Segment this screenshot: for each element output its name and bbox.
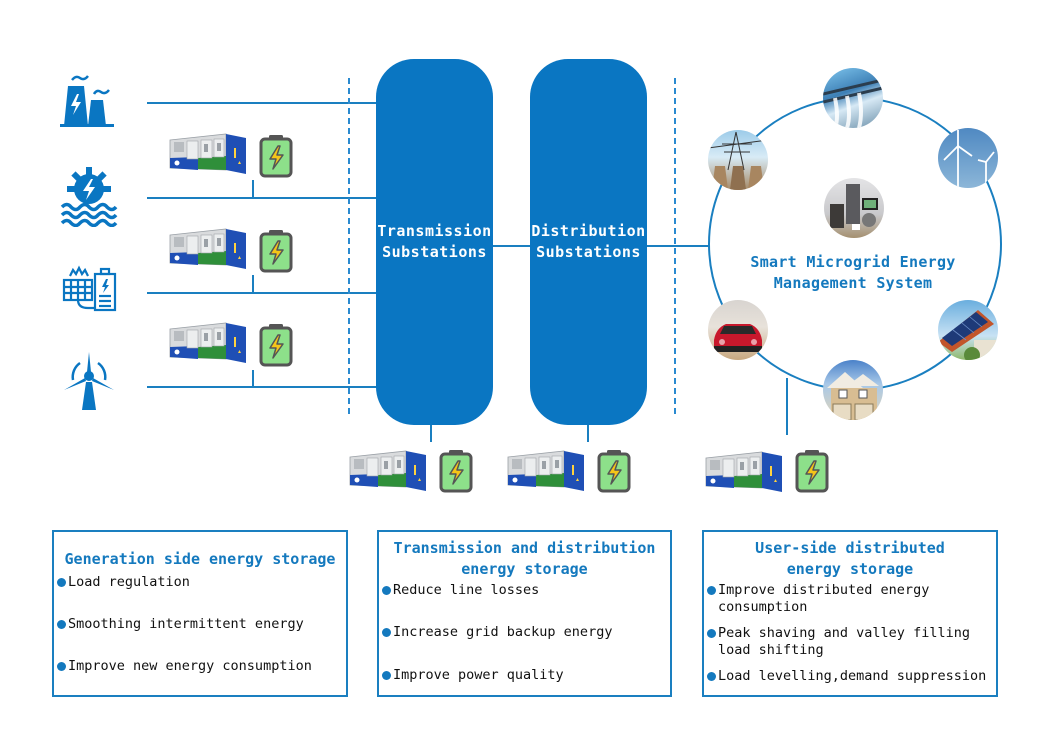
distribution-substations: Distribution Substations	[530, 59, 647, 425]
power-tower-photo	[708, 130, 768, 190]
list-item: Load levelling,demand suppression	[704, 668, 996, 685]
distribution-storage-link	[587, 425, 589, 442]
card-title-line: Generation side energy storage	[64, 550, 336, 568]
user-side-card: User-side distributed energy storage Imp…	[702, 530, 998, 697]
battery-icon	[795, 449, 829, 493]
storage-link-3	[252, 370, 254, 387]
power-plant-icon	[58, 68, 120, 130]
list-item: Smoothing intermittent energy	[54, 616, 346, 633]
card-title: Transmission and distribution energy sto…	[379, 538, 670, 580]
electric-car-photo	[708, 300, 768, 360]
bullet-icon	[57, 578, 66, 587]
card-title-line: Transmission and distribution	[393, 539, 656, 557]
bullet-icon	[382, 628, 391, 637]
user-storage-link	[786, 378, 788, 435]
transmission-storage-link	[430, 425, 432, 442]
feed-line-hydro	[147, 197, 377, 199]
card-title-line: energy storage	[786, 560, 914, 578]
wind-turbine-icon	[58, 350, 120, 412]
battery-icon	[597, 449, 631, 493]
list-item: Improve power quality	[379, 667, 670, 684]
section-divider-left	[348, 78, 350, 414]
energy-storage-container	[348, 447, 428, 493]
card-title-line: energy storage	[461, 560, 588, 578]
energy-storage-container	[168, 225, 248, 271]
transmission-label-line1: Transmission	[377, 222, 492, 240]
energy-storage-container	[168, 319, 248, 365]
transmission-substations: Transmission Substations	[376, 59, 493, 425]
energy-storage-container	[506, 447, 586, 493]
distribution-label-line1: Distribution	[531, 222, 646, 240]
hydro-turbine-icon	[58, 165, 120, 228]
solar-panel-battery-icon	[58, 260, 120, 322]
list-item: Improve new energy consumption	[54, 658, 346, 675]
storage-link-2	[252, 275, 254, 293]
energy-storage-container	[704, 448, 784, 494]
storage-link-1	[252, 180, 254, 198]
hydro-dam-photo	[823, 68, 883, 128]
appliances-photo	[824, 178, 884, 238]
microgrid-title: Smart Microgrid Energy Management System	[740, 252, 966, 294]
rooftop-solar-photo	[938, 300, 998, 360]
battery-icon	[259, 134, 293, 178]
list-item: Reduce line losses	[379, 582, 670, 599]
trans-dist-link	[493, 245, 530, 247]
feed-line-wind	[147, 386, 377, 388]
generation-side-card: Generation side energy storage Load regu…	[52, 530, 348, 697]
card-title: User-side distributed energy storage	[704, 538, 996, 580]
battery-icon	[439, 449, 473, 493]
microgrid-title-line1: Smart Microgrid Energy	[750, 253, 956, 271]
dist-microgrid-link	[647, 245, 709, 247]
house-photo	[823, 360, 883, 420]
bullet-icon	[57, 620, 66, 629]
list-item: Increase grid backup energy	[379, 624, 670, 641]
bullet-icon	[382, 586, 391, 595]
transmission-label-line2: Substations	[382, 243, 487, 261]
card-title: Generation side energy storage	[54, 549, 346, 570]
bullet-icon	[382, 671, 391, 680]
bullet-icon	[57, 662, 66, 671]
wind-farm-photo	[938, 128, 998, 188]
battery-icon	[259, 323, 293, 367]
microgrid-title-line2: Management System	[773, 274, 933, 292]
bullet-icon	[707, 586, 716, 595]
feed-line-thermal	[147, 102, 377, 104]
list-item: Load regulation	[54, 574, 346, 591]
feed-line-solar	[147, 292, 377, 294]
transmission-distribution-card: Transmission and distribution energy sto…	[377, 530, 672, 697]
card-title-line: User-side distributed	[755, 539, 945, 557]
energy-storage-container	[168, 130, 248, 176]
bullet-icon	[707, 629, 716, 638]
bullet-icon	[707, 672, 716, 681]
distribution-label-line2: Substations	[536, 243, 641, 261]
battery-icon	[259, 229, 293, 273]
